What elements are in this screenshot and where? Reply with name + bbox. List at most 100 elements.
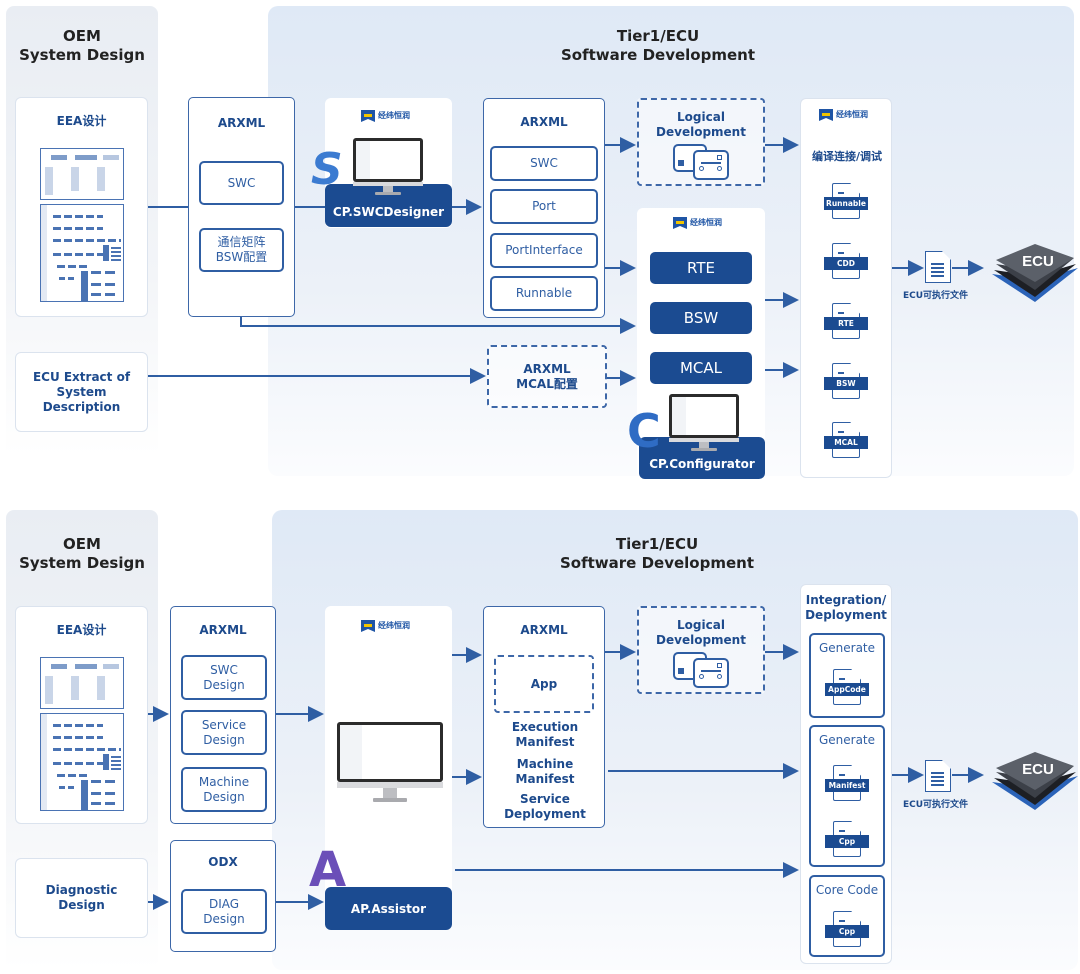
file-icon-manifest[interactable]: Manifest (825, 765, 869, 801)
cp-oem-title: OEM System Design (6, 27, 158, 65)
brand-name: 经纬恒润 (378, 111, 410, 120)
title-line: Software Development (561, 46, 755, 64)
odx-item-diag-design[interactable]: DIAG Design (181, 889, 267, 934)
executable-file-icon (925, 251, 951, 283)
file-icon-runnable[interactable]: Runnable (824, 183, 868, 219)
arxml-title: ARXML (520, 115, 568, 129)
ecu-chip-icon: ECU (990, 750, 1080, 814)
brand-name: 经纬恒润 (836, 110, 868, 119)
brand-logo: 经纬恒润 (819, 109, 868, 121)
ap-oem-title: OEM System Design (6, 535, 158, 573)
ap-diagnostic-card[interactable]: Diagnostic Design (15, 858, 148, 938)
title-line: Tier1/ECU (615, 535, 699, 553)
cp-arxml-mid-frame[interactable]: ARXML SWC Port PortInterface Runnable (483, 98, 605, 318)
swcdesigner-label[interactable]: CP.SWCDesigner (325, 184, 452, 227)
ap-assistor-tool[interactable]: 经纬恒润 AP.Assistor A (309, 606, 452, 930)
swcdesigner-logo-icon: S (311, 144, 343, 195)
arxml-title: ARXML (520, 623, 568, 637)
brand-name: 经纬恒润 (378, 621, 410, 630)
brand-name: 经纬恒润 (690, 218, 722, 227)
module-mcal[interactable]: MCAL (650, 352, 752, 384)
title-line: System Design (19, 554, 145, 572)
arxml-item-swc[interactable]: SWC (490, 146, 598, 181)
logical-title: Logical (677, 110, 725, 124)
arxml-item-app[interactable]: App (494, 655, 594, 713)
file-icon-cpp[interactable]: Cpp (825, 911, 869, 947)
ecu-extract-line: System Description (42, 384, 121, 414)
brand-mark-icon (361, 620, 375, 632)
ap-arxml-mid-frame[interactable]: ARXML App Execution Manifest Machine Man… (483, 606, 605, 828)
eea-title: EEA设计 (56, 623, 107, 637)
cp-arxml-mcal-config[interactable]: ARXML MCAL配置 (487, 345, 607, 408)
file-icon-cpp[interactable]: Cpp (825, 821, 869, 857)
ecu-executable-label: ECU可执行文件 (903, 291, 969, 301)
file-icon-bsw[interactable]: BSW (824, 363, 868, 399)
file-label: RTE (824, 317, 868, 330)
arxml-title: ARXML (217, 116, 266, 130)
file-label: BSW (824, 377, 868, 390)
ecu-chip-icon: ECU (990, 242, 1080, 306)
file-label: Runnable (824, 197, 868, 210)
group-title: Generate (818, 641, 876, 655)
integration-group-core-code[interactable]: Core Code Cpp (809, 875, 885, 957)
file-label: AppCode (825, 683, 869, 696)
eea-topology-diagram-icon (40, 204, 124, 302)
file-icon-mcal[interactable]: MCAL (824, 422, 868, 458)
cp-swcdesigner-tool[interactable]: 经纬恒润 CP.SWCDesigner S (311, 98, 452, 228)
title-line: Software Development (560, 554, 754, 572)
arxml-item-comm-matrix[interactable]: 通信矩阵 BSW配置 (199, 228, 284, 272)
group-title: Generate (818, 733, 876, 747)
arxml-item-runnable[interactable]: Runnable (490, 276, 598, 311)
arxml-item-service-design[interactable]: Service Design (181, 710, 267, 755)
ecu-extract-line: ECU Extract of (32, 369, 131, 384)
monitor-icon (669, 394, 739, 456)
cp-ecu-extract-card[interactable]: ECU Extract of System Description (15, 352, 148, 432)
ecu-chip-text: ECU (1022, 761, 1054, 778)
logical-title: Development (656, 633, 746, 647)
file-label: CDD (824, 257, 868, 270)
arxml-title: ARXML (199, 623, 247, 637)
brand-logo: 经纬恒润 (361, 110, 410, 122)
group-title: Core Code (815, 883, 879, 897)
cp-logical-development[interactable]: Logical Development (637, 98, 765, 186)
arxml-item-swc-design[interactable]: SWC Design (181, 655, 267, 700)
cp-arxml-left-frame[interactable]: ARXML SWC 通信矩阵 BSW配置 (188, 97, 295, 317)
app-label: App (530, 676, 558, 691)
assistor-label[interactable]: AP.Assistor (325, 887, 452, 930)
title-line: Tier1/ECU (616, 27, 700, 45)
mcal-config-line: ARXML (523, 361, 571, 376)
integration-title: Integration/ (805, 593, 887, 607)
machine-manifest[interactable]: Machine Manifest (515, 757, 575, 786)
file-icon-cdd[interactable]: CDD (824, 243, 868, 279)
arxml-item-portinterface[interactable]: PortInterface (490, 233, 598, 268)
file-label: Cpp (825, 925, 869, 938)
integration-group-generate-appcode[interactable]: Generate AppCode (809, 633, 885, 718)
cp-tier1-title: Tier1/ECU Software Development (268, 27, 1048, 65)
logical-title: Development (656, 125, 746, 139)
module-bsw[interactable]: BSW (650, 302, 752, 334)
file-icon-rte[interactable]: RTE (824, 303, 868, 339)
monitor-icon (353, 138, 423, 200)
ap-eea-card[interactable]: EEA设计 (15, 606, 148, 824)
cp-eea-card[interactable]: EEA设计 (15, 97, 148, 317)
odx-title: ODX (208, 855, 238, 869)
arxml-item-swc[interactable]: SWC (199, 161, 284, 205)
monitor-icon (337, 722, 443, 806)
execution-manifest[interactable]: Execution Manifest (511, 720, 579, 749)
cp-configurator-tool[interactable]: 经纬恒润 RTE BSW MCAL CP.Configurator C (627, 208, 765, 479)
ap-integration-column[interactable]: Integration/ Deployment Generate AppCode… (800, 584, 892, 964)
ap-odx-frame[interactable]: ODX DIAG Design (170, 840, 276, 952)
ap-logical-development[interactable]: Logical Development (637, 606, 765, 694)
module-rte[interactable]: RTE (650, 252, 752, 284)
logic-flow-icon (673, 652, 731, 688)
ap-arxml-left-frame[interactable]: ARXML SWC Design Service Design Machine … (170, 606, 276, 824)
cp-build-column[interactable]: 经纬恒润 编译连接/调试 Runnable CDD RTE BSW MCAL (800, 98, 892, 478)
file-label: Manifest (825, 779, 869, 792)
service-deployment[interactable]: Service Deployment (504, 792, 586, 821)
arxml-item-port[interactable]: Port (490, 189, 598, 224)
arxml-item-machine-design[interactable]: Machine Design (181, 767, 267, 812)
title-line: OEM (63, 535, 101, 553)
brand-mark-icon (361, 110, 375, 122)
file-icon-appcode[interactable]: AppCode (825, 669, 869, 705)
integration-group-generate-manifest[interactable]: Generate Manifest Cpp (809, 725, 885, 867)
